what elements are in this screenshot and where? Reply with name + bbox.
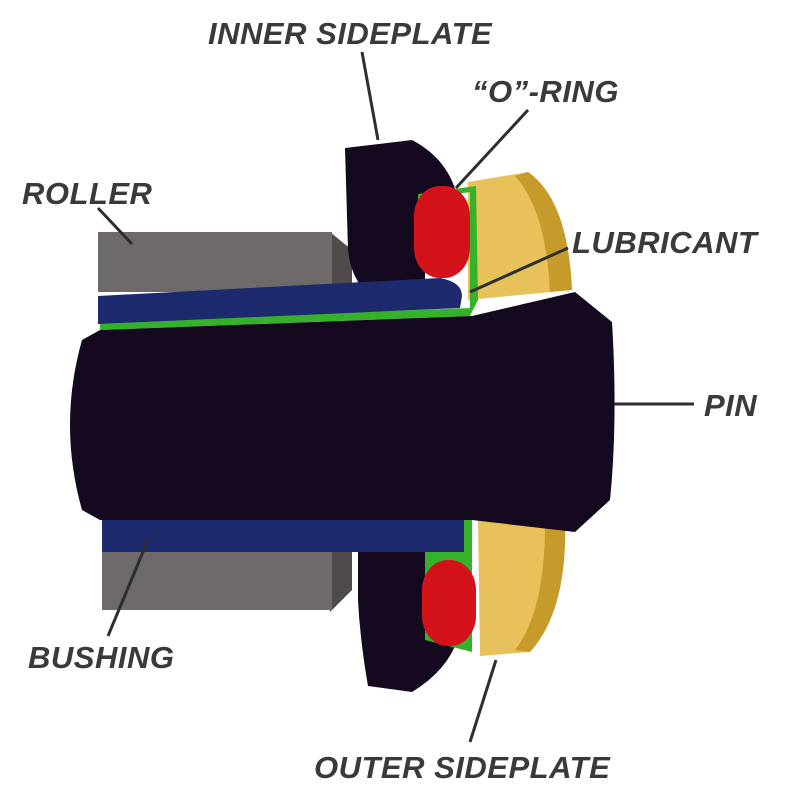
bushing [98, 278, 464, 552]
outer-sideplate [468, 172, 572, 656]
label-outer-sideplate: OUTER SIDEPLATE [314, 750, 611, 785]
label-roller: ROLLER [22, 176, 153, 211]
label-bushing: BUSHING [28, 640, 174, 675]
leader-lines [96, 51, 694, 743]
label-lubricant: LUBRICANT [572, 225, 760, 260]
o-ring [414, 186, 476, 646]
inner-sideplate [345, 140, 458, 692]
pin [70, 292, 615, 532]
label-pin: PIN [704, 388, 757, 423]
label-inner-sideplate: INNER SIDEPLATE [208, 16, 493, 51]
label-o-ring: “O”-RING [472, 74, 619, 109]
roller-top [98, 232, 352, 292]
